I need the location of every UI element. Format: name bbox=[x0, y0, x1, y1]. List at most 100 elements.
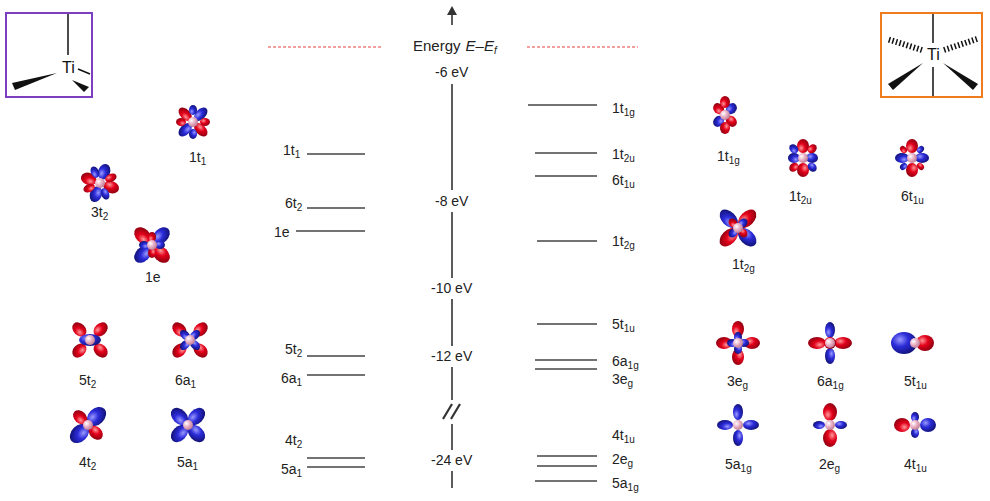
label-text: 5a bbox=[725, 456, 741, 472]
axis-segment bbox=[451, 84, 453, 190]
energy-level bbox=[307, 207, 365, 208]
axis-title-part: E–E bbox=[466, 37, 494, 54]
label-subscript: 1 bbox=[191, 379, 197, 390]
label-text: 3e bbox=[612, 371, 628, 387]
label-text: 4t bbox=[904, 456, 916, 472]
orbital-label: 1t2u bbox=[789, 188, 812, 207]
orbital-picture bbox=[717, 404, 759, 446]
orbital-lobe bbox=[916, 145, 926, 155]
titanium-atom bbox=[733, 223, 743, 233]
level-label: 1t2g bbox=[612, 233, 635, 252]
orbital-lobe bbox=[104, 172, 118, 184]
orbital-picture bbox=[176, 105, 210, 139]
orbital-lobe bbox=[808, 337, 826, 349]
orbital-picture bbox=[891, 332, 934, 354]
energy-tick: -24 eV bbox=[431, 452, 472, 469]
orbital-lobe bbox=[797, 139, 809, 153]
titanium-atom bbox=[910, 420, 920, 430]
level-label: 1t2u bbox=[612, 146, 635, 165]
label-subscript: g bbox=[835, 463, 841, 474]
orbital-lobe bbox=[806, 142, 819, 155]
orbital-lobe bbox=[176, 118, 186, 126]
bond-wedge bbox=[888, 63, 923, 90]
orbital-lobe bbox=[733, 430, 743, 446]
orbital-lobe bbox=[823, 403, 837, 421]
energy-tick: -10 eV bbox=[431, 280, 472, 297]
level-label: 5a1g bbox=[612, 475, 639, 494]
level-label: 4t2 bbox=[285, 432, 302, 451]
orbital-lobe bbox=[825, 322, 835, 338]
label-subscript: g bbox=[743, 380, 749, 391]
orbital-lobe bbox=[743, 420, 759, 430]
label-text: -8 eV bbox=[435, 193, 468, 209]
orbital-lobe bbox=[906, 163, 918, 177]
orbital-lobe bbox=[83, 403, 110, 430]
orbital-lobe bbox=[720, 96, 730, 108]
label-subscript: 1g bbox=[628, 482, 639, 493]
label-text: -12 eV bbox=[431, 348, 472, 364]
level-label: 5t1u bbox=[612, 316, 635, 335]
label-text: 3e bbox=[727, 373, 743, 389]
orbital-label: 5a1 bbox=[177, 454, 198, 473]
label-text: 5t bbox=[79, 372, 91, 388]
axis-segment bbox=[451, 212, 453, 278]
orbital-lobe bbox=[895, 153, 909, 163]
level-label: 3eg bbox=[612, 371, 633, 390]
titanium-atom bbox=[907, 153, 917, 163]
energy-tick: -6 eV bbox=[435, 64, 468, 81]
label-text: 5a bbox=[612, 475, 628, 491]
orbital-picture bbox=[813, 403, 847, 447]
energy-level bbox=[535, 480, 597, 481]
titanium-atom bbox=[188, 117, 198, 127]
energy-level bbox=[537, 455, 597, 456]
orbital-label: 1e bbox=[145, 269, 161, 286]
label-subscript: 2 bbox=[297, 202, 303, 213]
energy-level bbox=[537, 323, 597, 324]
orbital-lobe bbox=[99, 187, 111, 201]
atom-symbol: Ti bbox=[927, 47, 940, 63]
orbital-lobe bbox=[899, 162, 909, 172]
axis-segment bbox=[451, 299, 453, 346]
label-text: 3t bbox=[91, 204, 103, 220]
label-text: 1t bbox=[283, 142, 295, 158]
label-subscript: 1 bbox=[295, 149, 301, 160]
orbital-lobe bbox=[189, 105, 197, 115]
orbital-picture bbox=[711, 96, 739, 134]
axis-break-mark bbox=[451, 404, 460, 419]
label-subscript: 1u bbox=[624, 434, 635, 445]
orbital-lobe bbox=[720, 122, 730, 134]
titanium-atom bbox=[798, 153, 808, 163]
label-text: 6t bbox=[612, 172, 624, 188]
atom-symbol: Ti bbox=[62, 60, 75, 76]
label-text: 5a bbox=[177, 454, 193, 470]
orbital-picture bbox=[716, 206, 760, 250]
orbital-lobe bbox=[823, 429, 837, 447]
orbital-lobe bbox=[189, 129, 197, 139]
energy-level bbox=[535, 368, 597, 369]
label-text: 1t bbox=[612, 100, 624, 116]
bond-line bbox=[78, 69, 90, 74]
label-text: 1t bbox=[717, 148, 729, 164]
label-subscript: 1u bbox=[624, 323, 635, 334]
label-subscript: g bbox=[628, 378, 634, 389]
orbital-lobe bbox=[717, 420, 733, 430]
label-text: 5a bbox=[281, 461, 297, 477]
energy-tick: -8 eV bbox=[435, 193, 468, 210]
orbital-pictures bbox=[66, 96, 936, 447]
energy-level bbox=[535, 175, 597, 176]
orbital-lobe bbox=[834, 337, 852, 349]
label-text: 1t bbox=[789, 188, 801, 204]
label-text: 4t bbox=[285, 432, 297, 448]
energy-level bbox=[537, 465, 597, 466]
orbital-label: 6a1 bbox=[175, 372, 196, 391]
titanium-atom bbox=[147, 240, 157, 250]
orbital-lobe bbox=[916, 162, 926, 172]
orbital-label: 5a1g bbox=[725, 456, 752, 475]
label-text: 1e bbox=[274, 224, 290, 240]
label-text: -24 eV bbox=[431, 452, 472, 468]
orbital-label: 1t1 bbox=[189, 149, 206, 168]
label-text: 1t bbox=[189, 149, 201, 165]
level-label: 1t1g bbox=[612, 100, 635, 119]
